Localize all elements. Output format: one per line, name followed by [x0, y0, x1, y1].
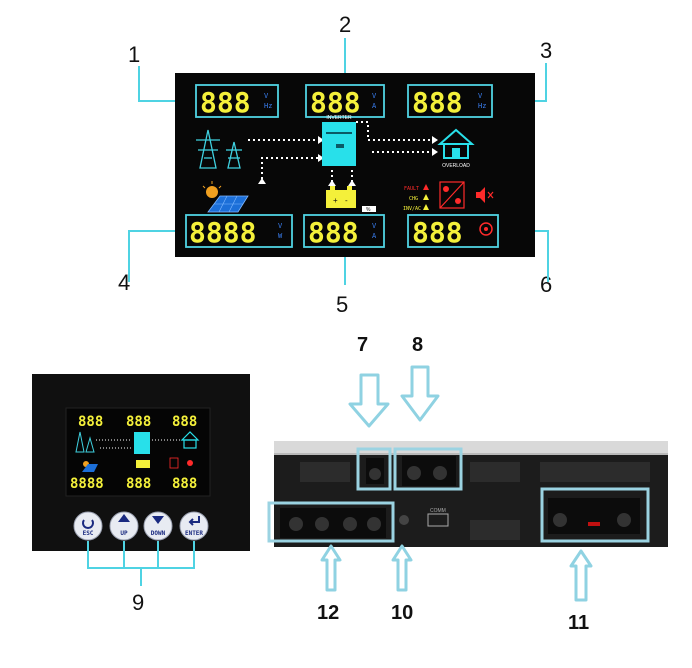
keypad-bracket: [87, 541, 195, 586]
lcd-readout-6: 888: [412, 216, 463, 249]
highlight-frames: [267, 447, 650, 543]
lcd-readout-5: 888: [308, 216, 359, 249]
battery-percent: %: [366, 207, 371, 213]
mini-readout-3: 888: [172, 414, 197, 430]
lcd-readout-2: 888: [310, 86, 361, 119]
callout-10: 10: [391, 602, 414, 624]
arrow-12: [320, 544, 342, 592]
esc-button[interactable]: [73, 511, 103, 541]
callout-5: 5: [336, 292, 349, 317]
esc-label: ESC: [83, 530, 94, 537]
callout-3: 3: [540, 38, 553, 63]
enter-button[interactable]: [179, 511, 209, 541]
arrow-11: [569, 549, 593, 602]
fault-tag: FAULT: [404, 186, 419, 192]
inv-ac-tag: INV/AC: [403, 206, 421, 212]
warning-icon: [439, 181, 465, 209]
power-flow-lines: [248, 121, 432, 186]
lcd-readout-3: 888: [412, 86, 463, 119]
lcd-readout-1: 888: [200, 86, 251, 119]
chg-tag: CHG: [409, 196, 418, 202]
svg-text:+: +: [333, 196, 338, 205]
unit-5b: A: [372, 232, 377, 240]
callout-9: 9: [132, 590, 145, 615]
down-button[interactable]: [143, 511, 173, 541]
unit-4b: W: [278, 232, 283, 240]
unit-1a: V: [264, 92, 269, 100]
mini-readout-5: 888: [126, 476, 151, 492]
solar-panel-icon: [202, 181, 249, 213]
unit-2b: A: [372, 102, 377, 110]
lcd-frames: [185, 84, 499, 248]
svg-text:-: -: [345, 196, 348, 205]
unit-1b: Hz: [264, 102, 272, 110]
callout-arrows: [320, 365, 593, 602]
callout-12: 12: [317, 602, 340, 624]
callout-4: 4: [118, 270, 131, 295]
up-button[interactable]: [109, 511, 139, 541]
unit-5a: V: [372, 222, 377, 230]
vent-slots: [300, 462, 650, 540]
unit-3a: V: [478, 92, 483, 100]
unit-3b: Hz: [478, 102, 486, 110]
comm-label: COMM: [430, 508, 446, 514]
callout-1: 1: [128, 42, 141, 67]
mini-readout-2: 888: [126, 414, 151, 430]
up-label: UP: [120, 530, 128, 537]
keypad: ESC UP DOWN ENTER: [73, 511, 209, 541]
arrow-8: [400, 365, 440, 422]
unit-2a: V: [372, 92, 377, 100]
up-arrow-icon: [118, 514, 130, 522]
battery-percent-box: [362, 206, 376, 212]
mini-readout-4: 8888: [70, 476, 104, 492]
callout-2: 2: [339, 12, 352, 37]
unit-4a: V: [278, 222, 283, 230]
down-arrow-icon: [152, 516, 164, 524]
callout-11: 11: [568, 612, 590, 634]
inverter-tag: INVERTER: [326, 115, 352, 121]
house-load-icon: [437, 128, 475, 159]
grid-tower-icon: [196, 129, 242, 169]
arrow-7: [348, 373, 390, 428]
lcd-readout-4: 8888: [189, 216, 256, 249]
rear-terminals: [280, 456, 640, 538]
down-label: DOWN: [151, 530, 166, 537]
arrow-10: [391, 544, 413, 592]
rear-top-cover: [274, 441, 668, 455]
mute-icon: [476, 187, 494, 203]
mini-readout-1: 888: [78, 414, 103, 430]
comm-port: [427, 513, 449, 527]
esc-icon: [82, 519, 94, 529]
inverter-icon: [322, 122, 356, 166]
overload-tag: OVERLOAD: [442, 163, 470, 169]
mini-readout-6: 888: [172, 476, 197, 492]
enter-label: ENTER: [185, 530, 203, 537]
status-leds: [423, 184, 429, 210]
callout-7: 7: [357, 334, 369, 356]
callout-8: 8: [412, 334, 424, 356]
mini-lcd-icons: [75, 431, 200, 472]
overload-red-icon: [479, 222, 493, 236]
callout-6: 6: [540, 272, 553, 297]
flow-arrowheads: [258, 136, 438, 186]
battery-icon: + -: [326, 186, 356, 208]
enter-icon: [188, 516, 200, 526]
